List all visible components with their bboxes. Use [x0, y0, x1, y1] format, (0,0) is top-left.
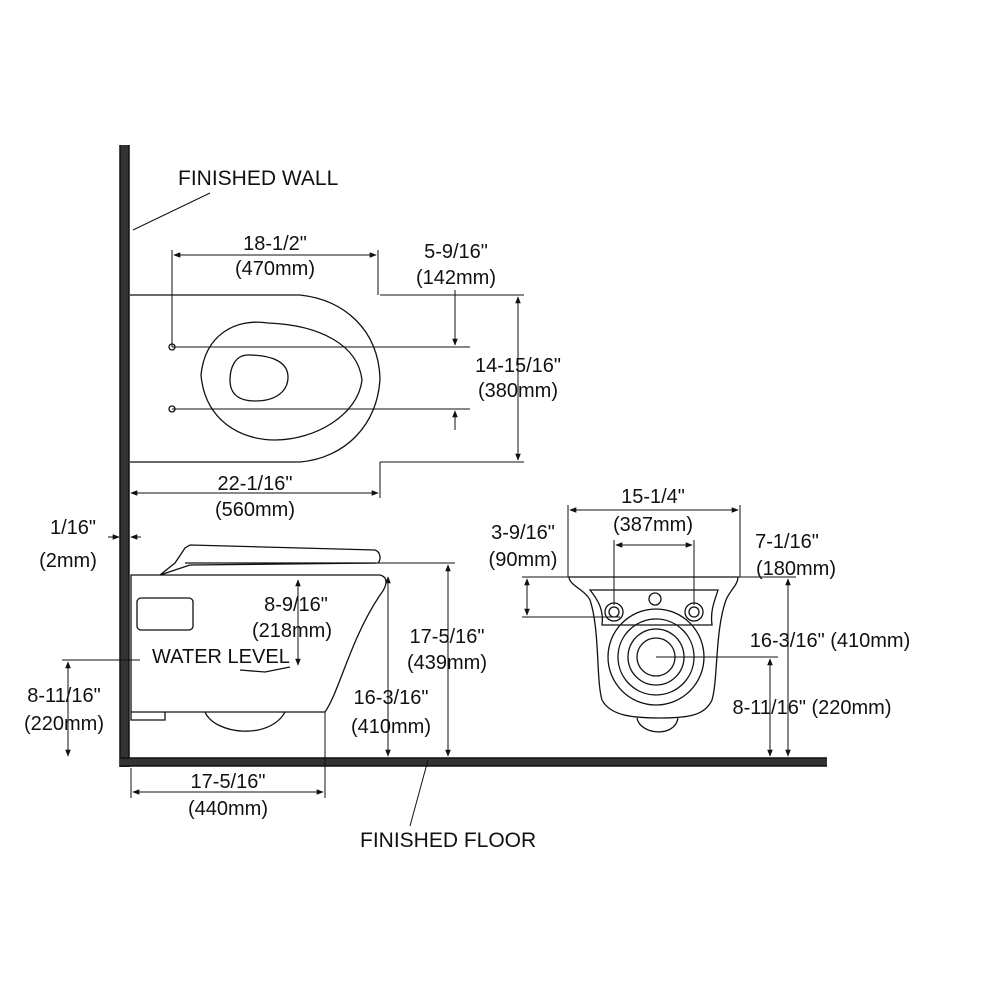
top-depth-in: 22-1/16": [218, 473, 293, 495]
top-view-dimensions: [130, 250, 524, 498]
top-width-mm: (380mm): [478, 380, 558, 402]
finished-floor-label: FINISHED FLOOR: [360, 829, 536, 852]
finished-floor-leader: [409, 759, 429, 827]
front-view-dimensions: [522, 505, 796, 757]
side-base-mm: (440mm): [188, 798, 268, 820]
side-outlet-mm: (220mm): [24, 713, 104, 735]
front-bolt-span-mm: (180mm): [756, 558, 836, 580]
top-offset-mm: (142mm): [416, 267, 496, 289]
finished-wall-label: FINISHED WALL: [178, 167, 338, 190]
side-height-in: 17-5/16": [410, 626, 485, 648]
side-view-dimensions: [62, 534, 455, 798]
front-width-in: 15-1/4": [621, 486, 685, 508]
finished-floor: [120, 757, 827, 767]
front-bolt-drop-mm: (90mm): [489, 549, 558, 571]
side-rim-in: 16-3/16": [354, 687, 429, 709]
top-offset-in: 5-9/16": [424, 241, 488, 263]
top-length-mm: (470mm): [235, 258, 315, 280]
finished-wall-leader: [132, 192, 211, 231]
top-width-in: 14-15/16": [475, 355, 561, 377]
front-height: 16-3/16" (410mm): [750, 630, 911, 652]
top-length-in: 18-1/2": [243, 233, 307, 255]
side-rim-mm: (410mm): [351, 716, 431, 738]
top-depth-mm: (560mm): [215, 499, 295, 521]
wall-gap-in: 1/16": [50, 517, 96, 539]
finished-wall: [119, 145, 130, 767]
front-bolt-span-in: 7-1/16": [755, 531, 819, 553]
water-level-in: 8-9/16": [264, 594, 328, 616]
top-view: [130, 294, 381, 463]
side-base-in: 17-5/16": [191, 771, 266, 793]
front-width-mm: (387mm): [613, 514, 693, 536]
front-outlet: 8-11/16" (220mm): [732, 697, 891, 719]
wall-gap-mm: (2mm): [39, 550, 97, 572]
water-level-label: WATER LEVEL: [152, 646, 290, 668]
water-level-mm: (218mm): [252, 620, 332, 642]
side-view: [130, 544, 387, 732]
front-bolt-drop-in: 3-9/16": [491, 522, 555, 544]
side-outlet-in: 8-11/16": [27, 685, 100, 707]
front-view: [568, 576, 739, 733]
side-height-mm: (439mm): [407, 652, 487, 674]
